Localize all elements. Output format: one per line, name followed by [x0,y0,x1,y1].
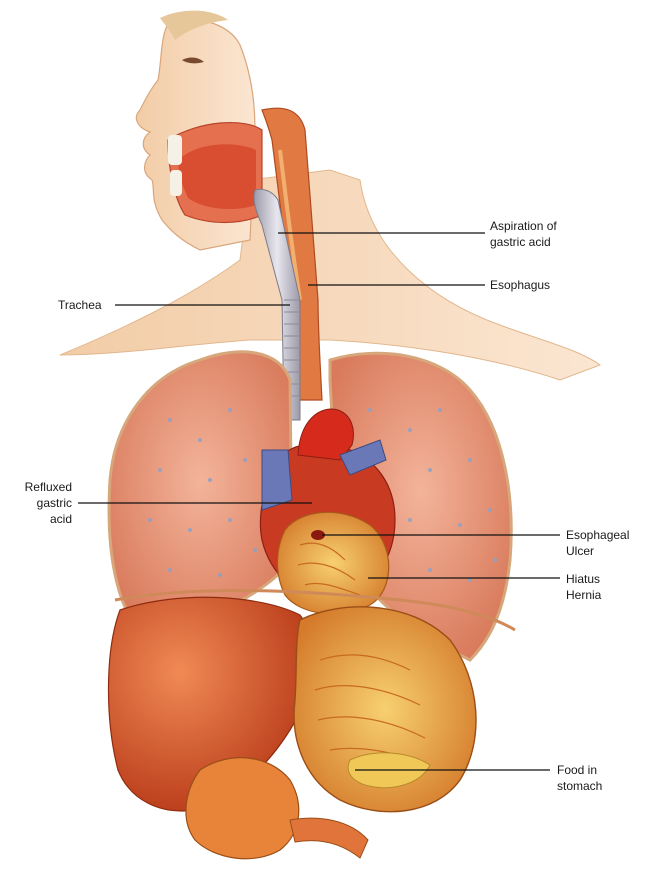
label-ulcer-line1: Esophageal [566,527,629,543]
duodenum [186,758,299,859]
label-refluxed: Refluxed gastric acid [8,479,72,527]
label-ulcer: Esophageal Ulcer [566,527,629,559]
label-refluxed-line2: gastric [8,495,72,511]
label-aspiration-line2: gastric acid [490,234,557,250]
label-trachea-line1: Trachea [58,297,102,313]
label-ulcer-line2: Ulcer [566,543,629,559]
label-food-line2: stomach [557,778,602,794]
lower-teeth [170,170,182,196]
intestine-tube [290,818,368,858]
label-esophagus-line1: Esophagus [490,277,550,293]
label-hiatus: Hiatus Hernia [566,571,601,603]
upper-teeth [168,135,182,165]
aorta [298,409,353,460]
label-aspiration: Aspiration of gastric acid [490,218,557,250]
label-food: Food in stomach [557,762,602,794]
label-food-line1: Food in [557,762,602,778]
vena-cava [262,450,292,510]
label-trachea: Trachea [58,297,102,313]
label-aspiration-line1: Aspiration of [490,218,557,234]
label-refluxed-line3: acid [8,511,72,527]
label-esophagus: Esophagus [490,277,550,293]
shoulders-outline [60,170,600,380]
label-hiatus-line1: Hiatus [566,571,601,587]
label-hiatus-line2: Hernia [566,587,601,603]
label-refluxed-line1: Refluxed [8,479,72,495]
